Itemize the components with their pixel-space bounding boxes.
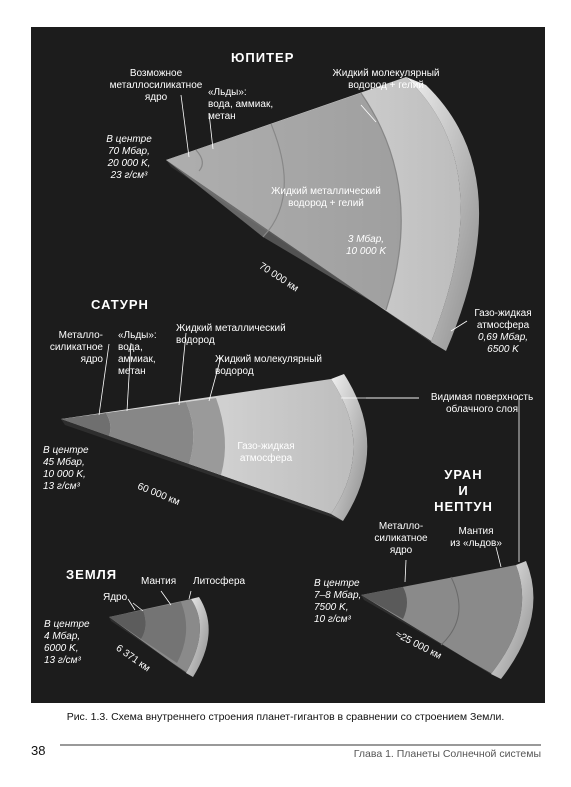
jupiter-core-label: Возможное металлосиликатное ядро (109, 68, 203, 103)
earth-core-label: Ядро (103, 592, 128, 603)
uranus-neptune-title: УРАН И НЕПТУН (434, 467, 493, 514)
saturn-molecular-label: Жидкий молекулярный водород (215, 354, 322, 377)
figure-caption: Рис. 1.3. Схема внутреннего строения пла… (66, 711, 505, 723)
saturn-title: САТУРН (91, 297, 149, 312)
uranus-neptune-center-label: В центре 7–8 Мбар, 7500 K, 10 г/см³ (314, 578, 362, 625)
planet-diagram (61, 77, 534, 679)
jupiter-center-label: В центре 70 Мбар, 20 000 K, 23 г/см³ (106, 134, 152, 181)
saturn-wedge (61, 374, 368, 521)
uranus-neptune-mantle-label: Мантия из «льдов» (450, 526, 502, 549)
figure-panel: ЮПИТЕР Возможное металлосиликатное ядро … (31, 27, 545, 703)
jupiter-title: ЮПИТЕР (231, 50, 295, 65)
jupiter-transition-label: 3 Мбар, 10 000 K (345, 234, 387, 257)
jupiter-wedge (166, 77, 480, 351)
uranus-neptune-wedge (361, 561, 534, 679)
earth-mantle-label: Мантия (141, 576, 177, 587)
earth-wedge (109, 597, 209, 677)
saturn-ices-label: «Льды»: вода, аммиак, метан (118, 330, 157, 377)
jupiter-atmosphere-values: 0,69 Мбар, 6500 K (477, 332, 529, 355)
jupiter-ices-label: «Льды»: вода, аммиак, метан (208, 87, 274, 122)
jupiter-molecular-label: Жидкий молекулярный водород + гелий (332, 68, 440, 91)
leader-lines (98, 94, 520, 612)
earth-title: ЗЕМЛЯ (66, 567, 118, 582)
saturn-metallic-label: Жидкий металлический водород (176, 323, 286, 346)
saturn-core-label: Металло- силикатное ядро (49, 330, 103, 365)
chapter-title: Глава 1. Планеты Солнечной системы (353, 748, 541, 760)
jupiter-metallic-label: Жидкий металлический водород + гелий (271, 186, 381, 209)
saturn-atmosphere-label: Газо-жидкая атмосфера (237, 441, 295, 464)
jupiter-atmosphere-label: Газо-жидкая атмосфера (474, 308, 532, 331)
earth-lithosphere-label: Литосфера (193, 576, 246, 587)
footer-divider (60, 744, 541, 746)
saturn-center-label: В центре 45 Мбар, 10 000 K, 13 г/см³ (43, 445, 89, 492)
visible-surface-label: Видимая поверхность облачного слоя (430, 392, 534, 415)
page-number: 38 (31, 743, 46, 758)
uranus-neptune-core-label: Металло- силикатное ядро (374, 521, 428, 556)
earth-center-label: В центре 4 Мбар, 6000 K, 13 г/см³ (44, 619, 90, 666)
